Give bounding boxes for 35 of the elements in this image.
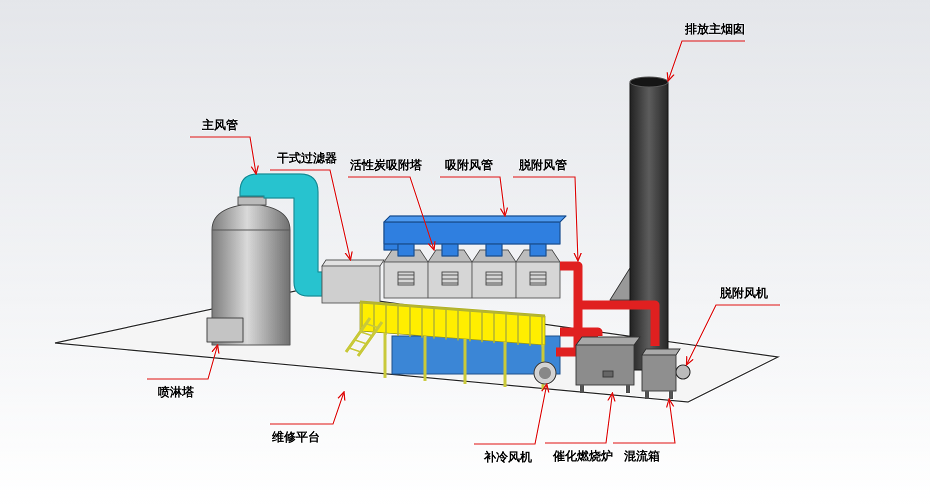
- mixing-box: [641, 348, 681, 399]
- spray-tower: [206, 196, 290, 346]
- part-label: 吸附风管: [440, 156, 500, 174]
- fan-drawing: [675, 364, 691, 380]
- part-label: 排放主烟囱: [682, 20, 745, 38]
- desorption-duct: [556, 262, 660, 356]
- leader-line: [513, 176, 582, 262]
- main-duct-pipe: [239, 173, 323, 297]
- adsorption-tower: [383, 250, 561, 298]
- leader-line: [545, 392, 616, 444]
- part-label: 维修平台: [270, 424, 333, 446]
- part-label: 混流箱: [613, 443, 675, 465]
- furnace-unit: [575, 336, 641, 393]
- leader-line: [348, 176, 436, 251]
- part-label: 脱附风机: [716, 284, 780, 302]
- part-label: 活性炭吸附塔: [348, 156, 422, 174]
- part-label: 主风管: [190, 116, 250, 134]
- part-label: 催化燃烧炉: [545, 443, 613, 465]
- fan-drawing: [533, 361, 557, 385]
- part-label: 喷淋塔: [147, 379, 208, 401]
- leader-line: [686, 304, 780, 366]
- leader-line: [666, 40, 745, 82]
- leader-line: [270, 391, 346, 425]
- maintenance-platform: [344, 300, 546, 390]
- filter-unit: [321, 260, 385, 304]
- part-label: 干式过滤器: [270, 149, 337, 167]
- part-label: 补冷风机: [474, 444, 535, 466]
- leader-line: [613, 398, 676, 444]
- leader-line: [440, 176, 508, 217]
- leader-line: [474, 383, 550, 445]
- leader-line: [270, 169, 353, 261]
- adsorption-duct: [383, 215, 567, 257]
- part-label: 脱附风管: [513, 156, 575, 174]
- leader-line: [147, 344, 220, 380]
- leader-line: [190, 136, 259, 175]
